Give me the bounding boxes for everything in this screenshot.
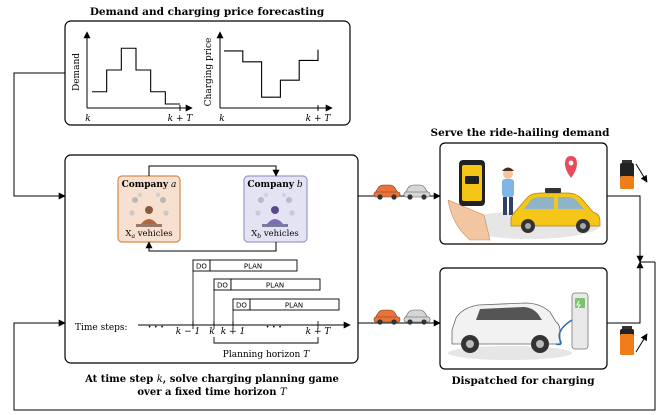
forecast-to-planning-arrow	[13, 72, 66, 200]
b-to-a-arrow	[145, 241, 277, 252]
horizon-label: Planning horizon T	[223, 350, 310, 360]
dispatch-title: Dispatched for charging	[451, 375, 595, 387]
caption-line-1: At time step k, solve charging planning …	[84, 374, 339, 385]
serve-feedback-arrow	[607, 195, 644, 263]
company-a-people-icon	[129, 192, 169, 227]
car-icon-gray-1	[403, 184, 431, 200]
do-label-2: DO	[217, 282, 228, 290]
timeline-dots-mid: · · ·	[266, 323, 282, 333]
tick-label-k-plus-1: k + 1	[221, 327, 245, 337]
price-chart: Charging price k k + T	[204, 31, 333, 124]
tick-label-k-plus-T: k + T	[306, 327, 332, 337]
planning-panel	[64, 154, 359, 364]
forecast-title: Demand and charging price forecasting	[90, 6, 325, 18]
battery-icon-top	[620, 160, 648, 189]
plan-label-1: PLAN	[244, 263, 262, 271]
plan-label-3: PLAN	[285, 302, 303, 310]
demand-y-label: Demand	[72, 53, 82, 91]
company-b-title: Company b	[247, 180, 302, 190]
demand-series-line	[92, 47, 180, 105]
serve-title: Serve the ride-hailing demand	[431, 127, 611, 139]
do-label-1: DO	[196, 263, 207, 271]
battery-icon-bottom	[620, 326, 648, 355]
car-icon-orange-1	[373, 184, 401, 200]
do-label-3: DO	[236, 302, 247, 310]
demand-x-start-label: k	[85, 114, 90, 124]
company-a-title: Company a	[122, 180, 177, 190]
ride-hailing-illustration	[447, 156, 601, 241]
price-x-start-label: k	[219, 114, 224, 124]
demand-chart: Demand k k + T	[72, 31, 194, 124]
location-pin-icon	[565, 156, 577, 178]
charging-cable	[555, 319, 573, 346]
price-x-end-label: k + T	[306, 114, 332, 124]
horizon-bracket	[213, 337, 319, 344]
plan-label-2: PLAN	[266, 282, 284, 290]
tick-label-k-minus-1: k − 1	[176, 327, 200, 337]
price-y-label: Charging price	[204, 38, 214, 107]
company-a-box: Company a Xa vehicles	[117, 175, 181, 243]
ev-charging-illustration	[448, 292, 589, 360]
timeline-dots-left: · · ·	[148, 323, 164, 333]
company-b-box: Company b Xb vehicles	[243, 175, 308, 243]
price-series-line	[224, 49, 319, 98]
company-a-vehicles: Xa vehicles	[125, 229, 172, 240]
car-icon-gray-2	[403, 309, 431, 325]
a-to-b-arrow	[148, 165, 280, 177]
company-b-people-icon	[255, 192, 295, 227]
do-plan-row-2: DO PLAN	[213, 278, 321, 291]
tick-label-k: k	[209, 327, 214, 337]
timeline-label: Time steps:	[75, 323, 128, 333]
loop-back-arrow	[13, 262, 656, 411]
car-icon-orange-2	[373, 309, 401, 325]
company-b-vehicles: Xb vehicles	[251, 229, 299, 240]
dispatch-feedback-arrow	[607, 261, 644, 324]
do-plan-row-1: DO PLAN	[192, 259, 298, 272]
caption-line-2: over a fixed time horizon T	[137, 387, 288, 398]
do-plan-row-3: DO PLAN	[232, 298, 340, 311]
demand-x-end-label: k + T	[168, 114, 194, 124]
